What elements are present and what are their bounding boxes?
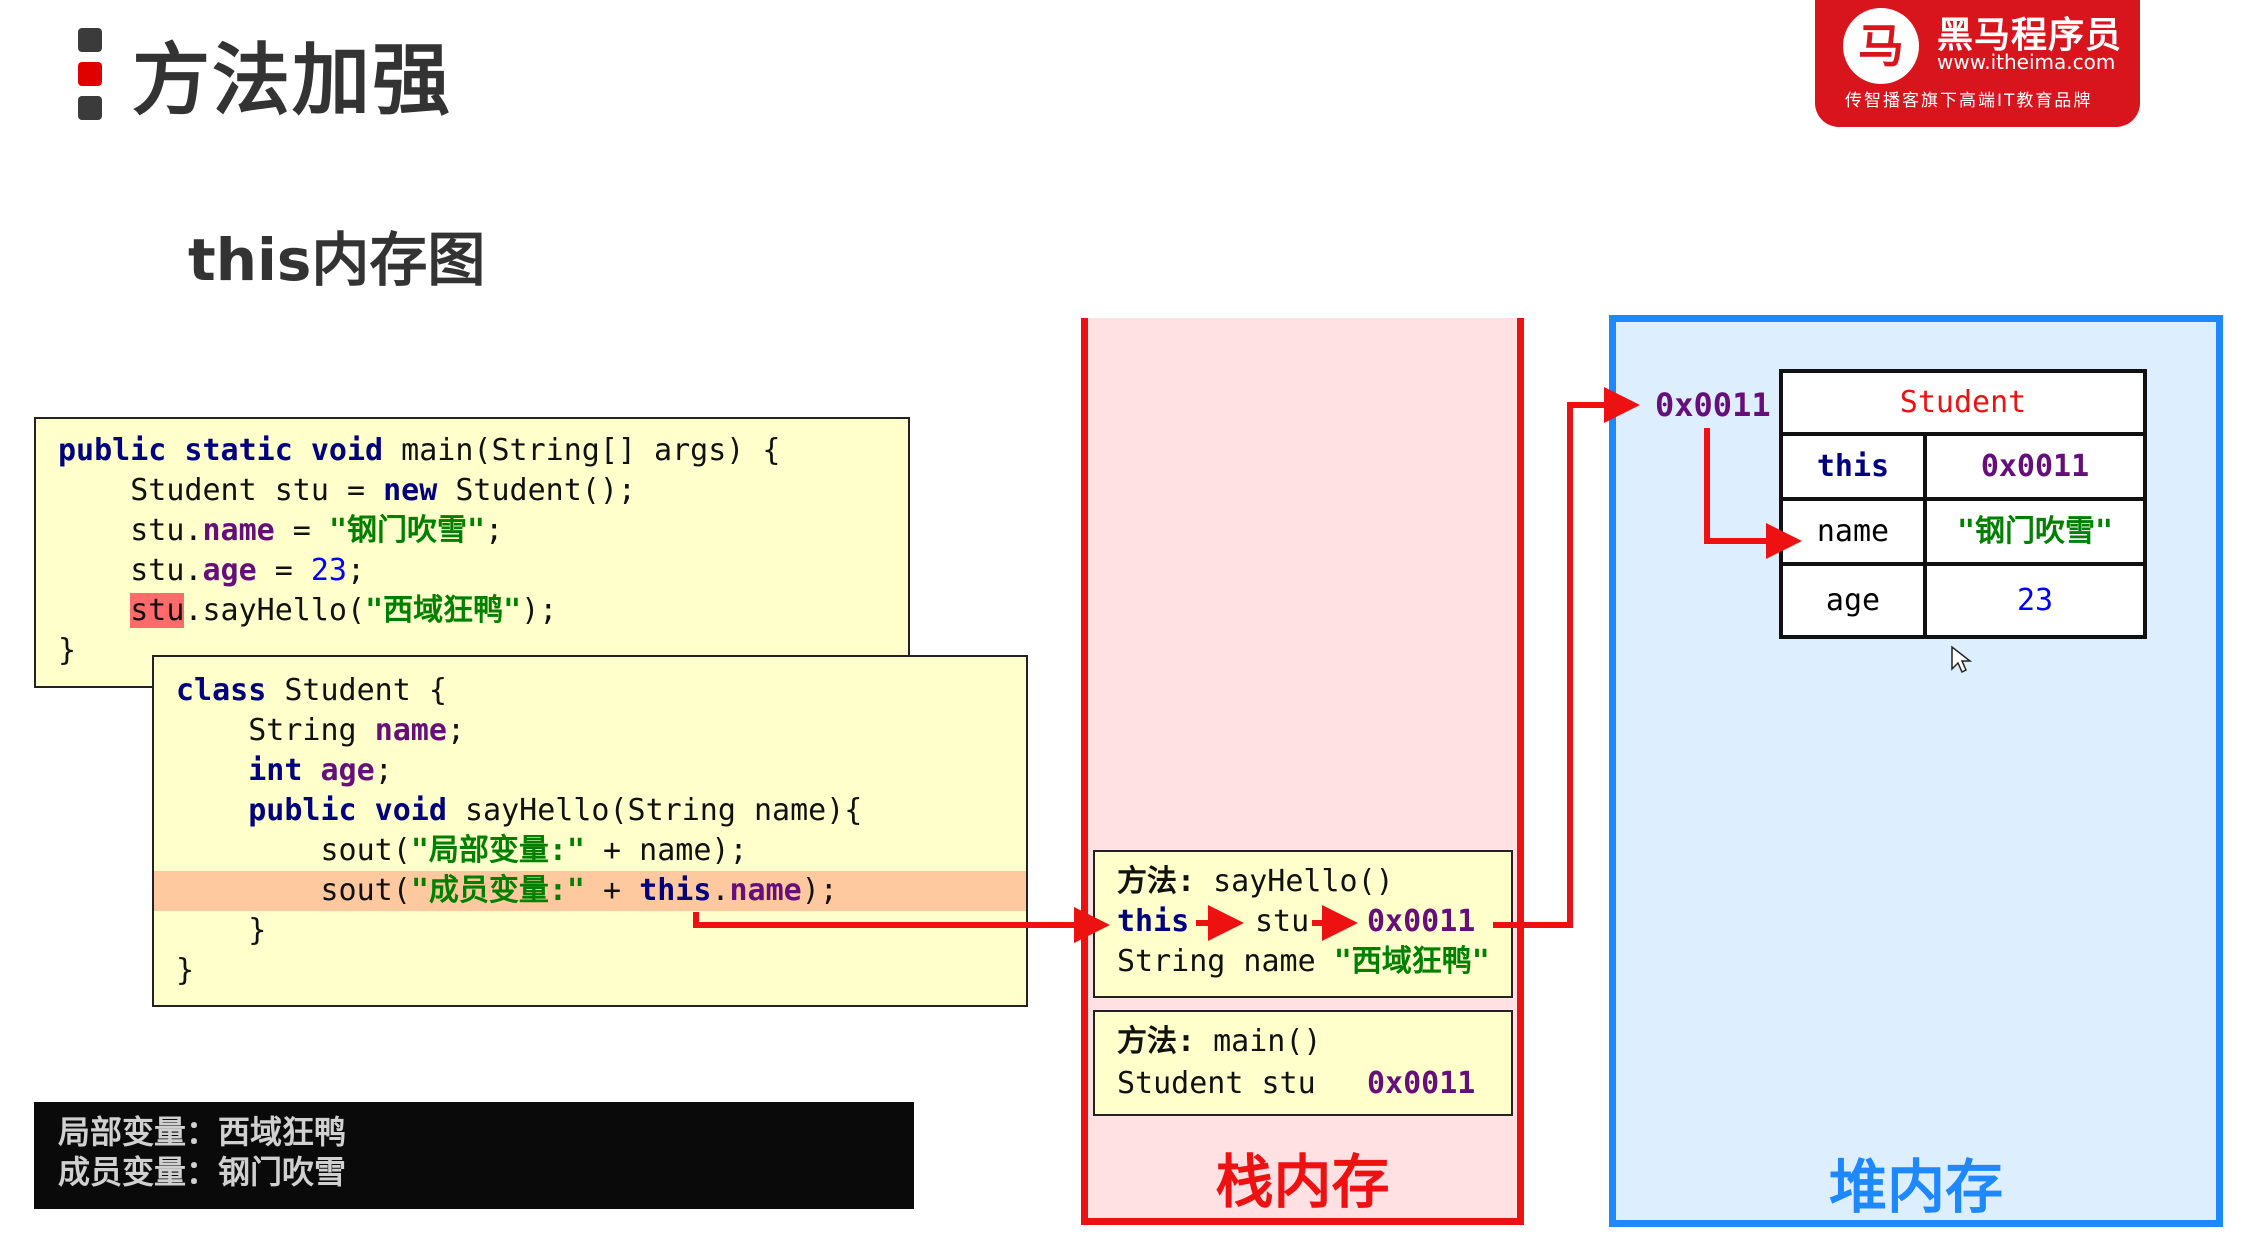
code-token: name xyxy=(374,713,447,748)
code-token: "钢门吹雪" xyxy=(328,513,486,548)
code-token: Student stu = xyxy=(58,473,384,508)
code-token: "成员变量:" xyxy=(410,873,585,908)
code-token: Student { xyxy=(266,673,447,708)
heap-memory-label: 堆内存 xyxy=(1828,1153,2003,1221)
code-line: } xyxy=(176,913,267,948)
code-line: stu.name = "钢门吹雪"; xyxy=(58,511,503,551)
code-token: sayHello(String name){ xyxy=(446,793,863,828)
frame-title: 方法: main() xyxy=(1117,1022,1322,1062)
highlighted-line xyxy=(154,871,1026,911)
local-name-var: String name "西域狂鸭" xyxy=(1117,942,1490,982)
code-line: } xyxy=(58,633,77,668)
code-line: stu.age = 23; xyxy=(58,551,365,591)
section-subtitle: this内存图 xyxy=(188,226,486,294)
code-token: age xyxy=(202,553,257,588)
main-method-code: public static void main(String[] args) {… xyxy=(34,417,910,688)
code-line: stu.sayHello("西域狂鸭"); xyxy=(58,591,557,631)
code-token: . xyxy=(711,873,730,908)
student-class-code: class Student { String name; int age; pu… xyxy=(152,655,1028,1007)
address-value: 0x0011 xyxy=(1367,904,1476,939)
code-token: name xyxy=(202,513,275,548)
code-line: String name; xyxy=(176,711,465,751)
code-line: int age; xyxy=(176,751,393,791)
mouse-cursor-icon xyxy=(1951,645,1972,674)
brand-logo: 马 黑马程序员 www.itheima.com 传智播客旗下高端IT教育品牌 xyxy=(1815,0,2140,127)
code-token: ); xyxy=(521,593,558,628)
console-output: 局部变量：西域狂鸭 成员变量：钢门吹雪 xyxy=(34,1102,914,1209)
stack-to-heap-arrow xyxy=(1493,387,1640,928)
logo-brand-name: 黑马程序员 xyxy=(1937,15,2123,56)
code-token: + xyxy=(585,873,640,908)
frame-title: 方法: sayHello() xyxy=(1117,862,1394,902)
code-line: sout("成员变量:" + this.name); xyxy=(176,871,838,911)
this-keyword: this xyxy=(1117,904,1190,939)
code-line: public static void main(String[] args) { xyxy=(58,431,780,471)
code-token: sout( xyxy=(176,873,411,908)
stack-frame-sayhello: 方法: sayHello() this stu 0x0011 String na… xyxy=(1093,850,1513,998)
highlighted-stu-token: stu xyxy=(130,593,185,628)
code-line: sout("局部变量:" + name); xyxy=(176,831,748,871)
code-token: age xyxy=(320,753,375,788)
code-token: name xyxy=(729,873,802,908)
code-token: ; xyxy=(446,713,465,748)
code-token: main(String[] args) { xyxy=(383,433,781,468)
var-decl: String name xyxy=(1117,944,1334,979)
code-token: public static void xyxy=(58,433,384,468)
code-line: class Student { xyxy=(176,671,447,711)
code-token: ; xyxy=(485,513,504,548)
code-token: stu. xyxy=(58,513,203,548)
code-token: "西域狂鸭" xyxy=(365,593,522,628)
code-token: .sayHello( xyxy=(184,593,366,628)
student-object: Student this 0x0011 name "钢门吹雪" age 23 xyxy=(1779,369,2147,639)
page-title: 方法加强 xyxy=(132,36,453,126)
code-token: ; xyxy=(374,753,393,788)
code-token: "局部变量:" xyxy=(410,833,585,868)
this-name-to-stack-arrow xyxy=(693,907,1110,943)
code-token: String xyxy=(176,713,375,748)
console-line: 局部变量：西域狂鸭 xyxy=(58,1113,347,1151)
code-token: public void xyxy=(248,793,447,828)
code-token: this xyxy=(639,873,712,908)
var-decl: Student stu xyxy=(1117,1066,1316,1101)
method-name: sayHello() xyxy=(1195,864,1394,899)
method-name: main() xyxy=(1195,1024,1322,1059)
stu-ref: stu xyxy=(1255,904,1310,939)
code-token: int xyxy=(248,753,303,788)
title-marker-icon xyxy=(78,28,102,130)
code-token: sout( xyxy=(176,833,411,868)
stack-memory-label: 栈内存 xyxy=(1215,1148,1390,1216)
method-label: 方法: xyxy=(1117,864,1196,899)
logo-url: www.itheima.com xyxy=(1937,50,2116,74)
heap-object-address: 0x0011 xyxy=(1655,386,1771,424)
code-line: Student stu = new Student(); xyxy=(58,471,636,511)
code-token: stu. xyxy=(58,553,203,588)
code-token: Student(); xyxy=(437,473,636,508)
field-value: 23 xyxy=(1923,562,2147,639)
code-line: public void sayHello(String name){ xyxy=(176,791,862,831)
code-token: + name); xyxy=(585,833,748,868)
address-value: 0x0011 xyxy=(1367,1066,1476,1101)
code-token: = xyxy=(274,513,329,548)
logo-slogan: 传智播客旗下高端IT教育品牌 xyxy=(1845,91,2093,111)
heap-ref-to-name-arrow xyxy=(1704,428,1802,559)
code-token: new xyxy=(383,473,438,508)
code-token: 23 xyxy=(310,553,347,588)
horse-logo-icon: 马 xyxy=(1843,8,1919,84)
console-line: 成员变量：钢门吹雪 xyxy=(58,1153,347,1191)
code-line: } xyxy=(176,953,195,988)
var-value: "西域狂鸭" xyxy=(1333,944,1490,979)
code-token: ; xyxy=(347,553,366,588)
code-token: = xyxy=(256,553,311,588)
code-token: ); xyxy=(801,873,838,908)
method-label: 方法: xyxy=(1117,1024,1196,1059)
stack-frame-main: 方法: main() Student stu 0x0011 xyxy=(1093,1010,1513,1116)
code-token: class xyxy=(176,673,267,708)
